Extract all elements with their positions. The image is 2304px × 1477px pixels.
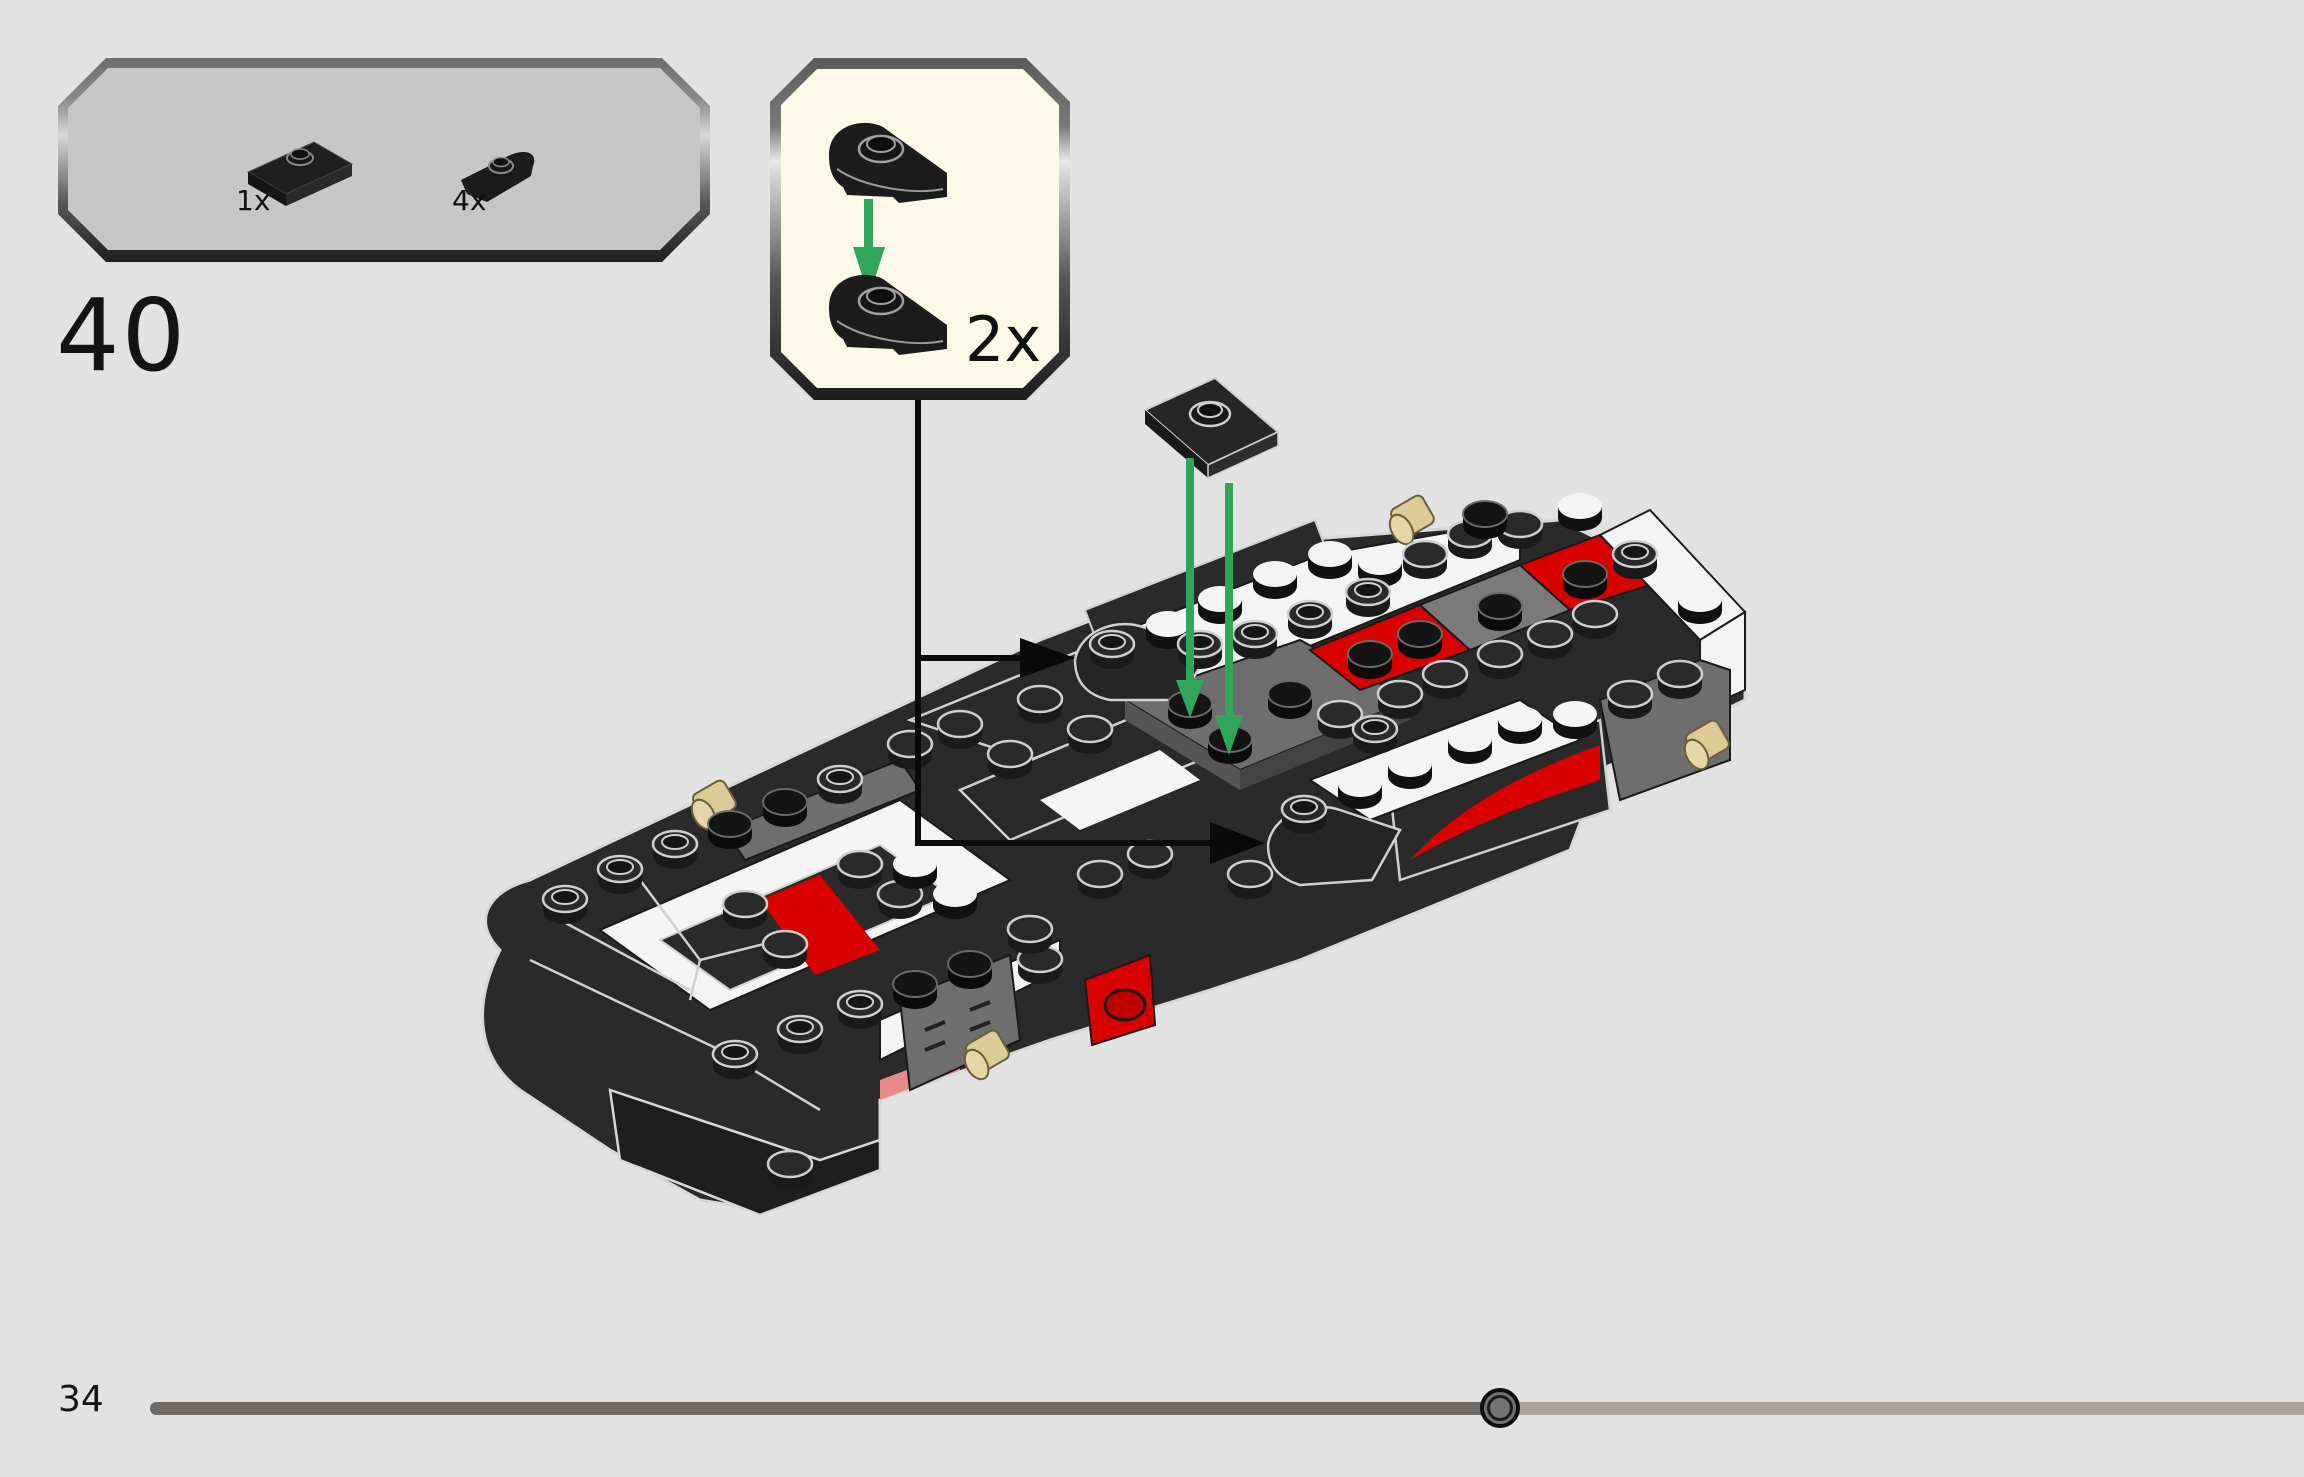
half-round-plate-bottom-icon	[829, 275, 947, 355]
half-round-plate-upper	[1073, 622, 1212, 702]
car-mid-deck	[906, 492, 1747, 887]
page-number: 34	[58, 1379, 104, 1420]
callout-panel: 2x	[781, 69, 1059, 388]
callout-pointer	[915, 400, 1265, 864]
callout-illustration	[781, 69, 1059, 389]
parts-list-icons	[68, 68, 700, 250]
half-round-plate-lower	[1266, 794, 1402, 887]
part-quantity-2: 4x	[452, 184, 487, 217]
placement-arrows	[1176, 458, 1243, 755]
green-arrow-icon	[853, 199, 885, 297]
new-jumper-plate	[1143, 376, 1280, 480]
progress-fill	[150, 1402, 1500, 1415]
sub-assembly-callout: 2x	[770, 58, 1070, 400]
part-quantity-1: 1x	[236, 184, 271, 217]
parts-list-panel: 1x 4x	[68, 68, 700, 250]
callout-quantity: 2x	[965, 303, 1042, 376]
parts-list-box: 1x 4x	[58, 58, 710, 262]
step-number: 40	[56, 277, 188, 394]
jumper-plate-icon	[248, 142, 352, 206]
car-chassis	[481, 518, 1747, 1217]
half-round-plate-icon	[461, 152, 534, 202]
page-progress-slider[interactable]	[150, 1402, 2304, 1415]
half-round-plate-top-icon	[829, 123, 947, 203]
progress-slider-knob[interactable]	[1480, 1388, 1520, 1428]
model-studs	[541, 493, 1722, 1191]
